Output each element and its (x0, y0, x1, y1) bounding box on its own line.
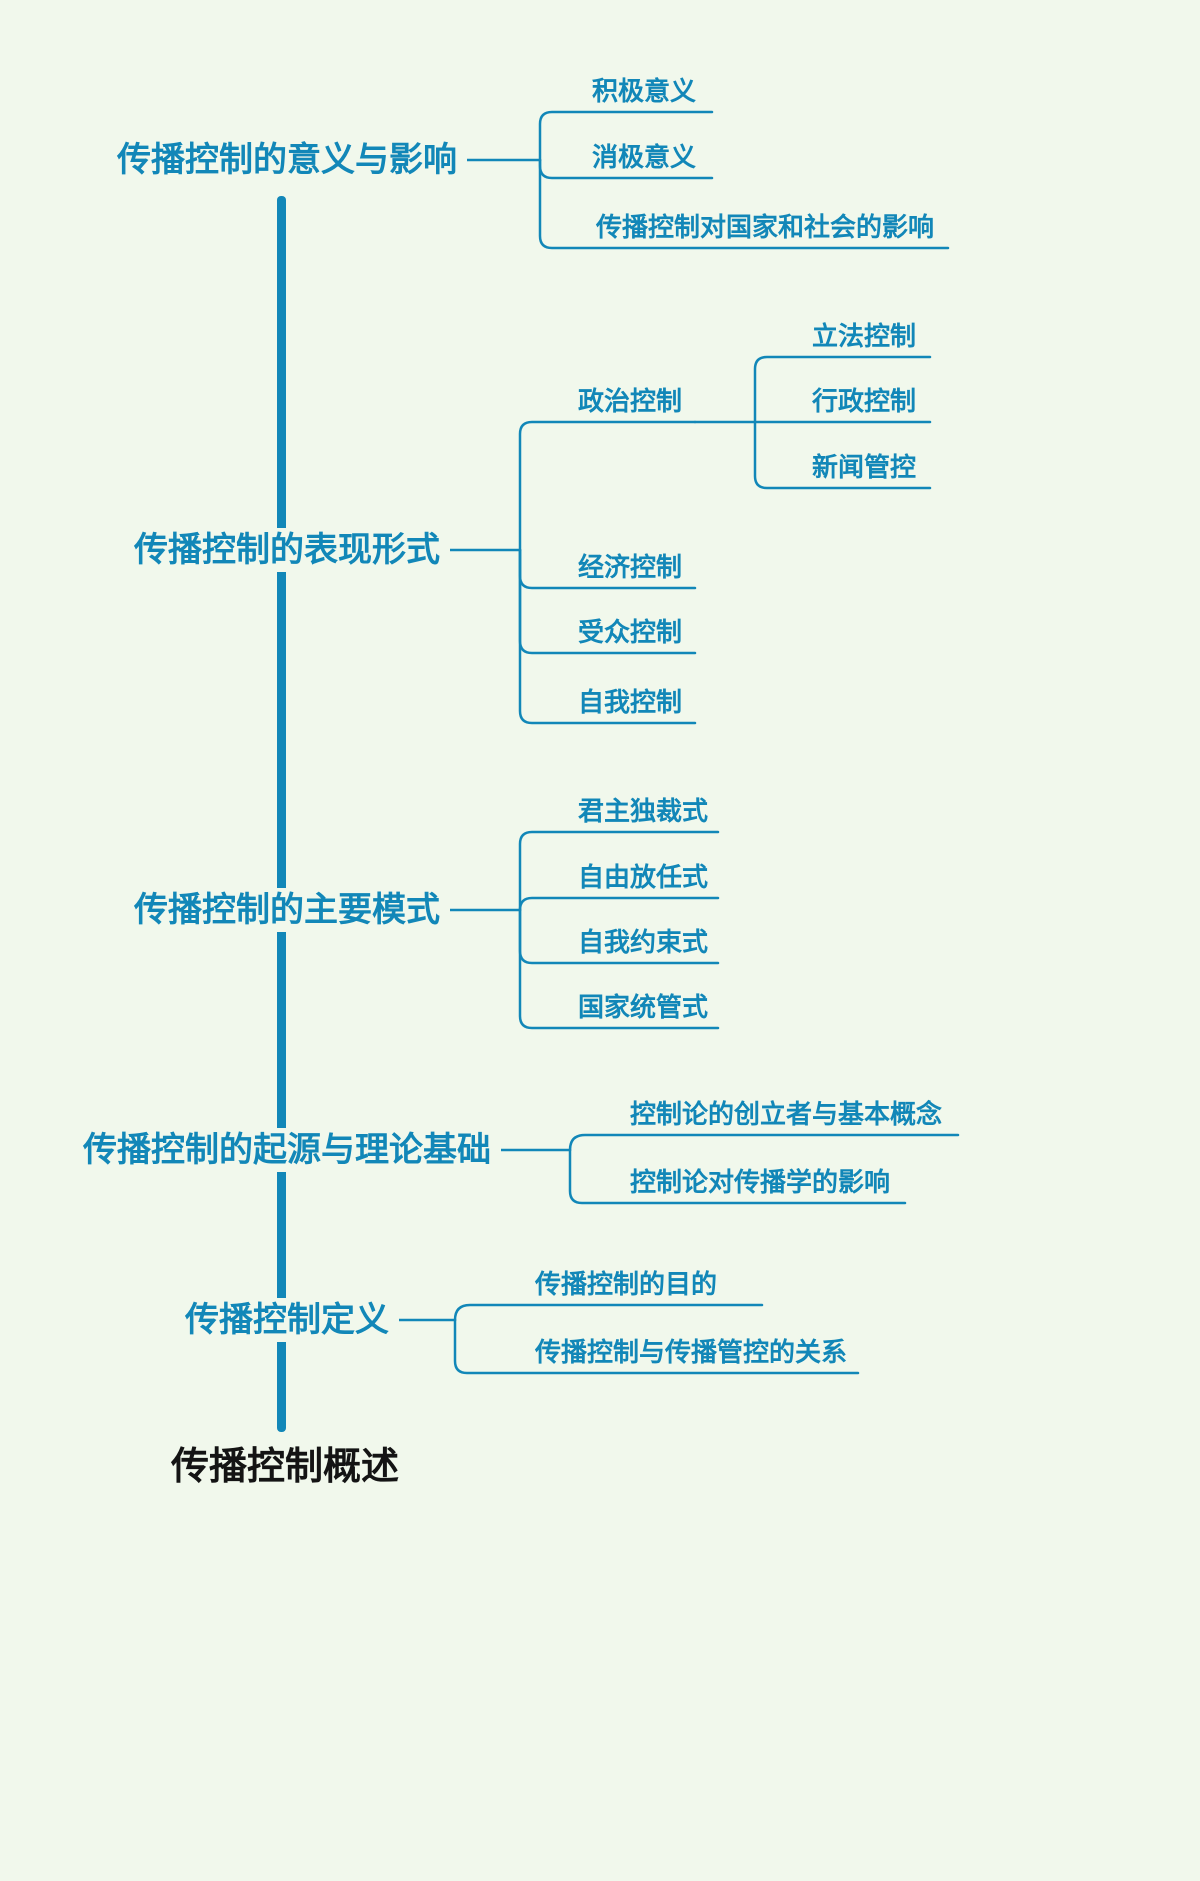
connector-topic-3 (448, 830, 720, 1030)
connector-topic-4 (499, 1133, 960, 1205)
sub-topic-monarch-dictatorship-model[interactable]: 君主独裁式 (578, 796, 709, 826)
sub-topic-legislative-control[interactable]: 立法控制 (812, 321, 917, 351)
sub-topic-negative-meaning[interactable]: 消极意义 (592, 142, 697, 172)
sub-topic-cybernetics-founder-concepts[interactable]: 控制论的创立者与基本概念 (630, 1099, 943, 1129)
main-topic-models[interactable]: 传播控制的主要模式 (124, 888, 450, 932)
sub-topic-positive-meaning[interactable]: 积极意义 (592, 76, 697, 106)
sub-topic-state-managed-model[interactable]: 国家统管式 (578, 992, 709, 1022)
sub-topic-cybernetics-influence[interactable]: 控制论对传播学的影响 (630, 1167, 891, 1197)
sub-topic-audience-control[interactable]: 受众控制 (578, 617, 683, 647)
sub-topic-self-restraint-model[interactable]: 自我约束式 (578, 927, 709, 957)
main-topic-origin-theory[interactable]: 传播控制的起源与理论基础 (73, 1128, 501, 1172)
sub-topic-influence-nation-society[interactable]: 传播控制对国家和社会的影响 (596, 212, 935, 242)
main-topic-definition[interactable]: 传播控制定义 (175, 1298, 399, 1342)
sub-topic-administrative-control[interactable]: 行政控制 (812, 386, 917, 416)
sub-topic-self-control[interactable]: 自我控制 (578, 687, 683, 717)
main-topic-meaning-influence[interactable]: 传播控制的意义与影响 (107, 138, 467, 182)
connector-topic-2 (448, 355, 932, 725)
sub-topic-relation-control-management[interactable]: 传播控制与传播管控的关系 (535, 1337, 848, 1367)
main-topic-forms[interactable]: 传播控制的表现形式 (124, 528, 450, 572)
sub-topic-news-control[interactable]: 新闻管控 (812, 452, 917, 482)
mindmap-spine (277, 196, 286, 1432)
connector-topic-5 (397, 1303, 860, 1375)
connector-topic-1 (465, 110, 950, 250)
sub-topic-purpose-of-control[interactable]: 传播控制的目的 (535, 1269, 718, 1299)
sub-topic-political-control[interactable]: 政治控制 (578, 386, 683, 416)
sub-topic-laissez-faire-model[interactable]: 自由放任式 (578, 862, 709, 892)
sub-topic-economic-control[interactable]: 经济控制 (578, 552, 683, 582)
root-node[interactable]: 传播控制概述 (170, 1446, 400, 1488)
